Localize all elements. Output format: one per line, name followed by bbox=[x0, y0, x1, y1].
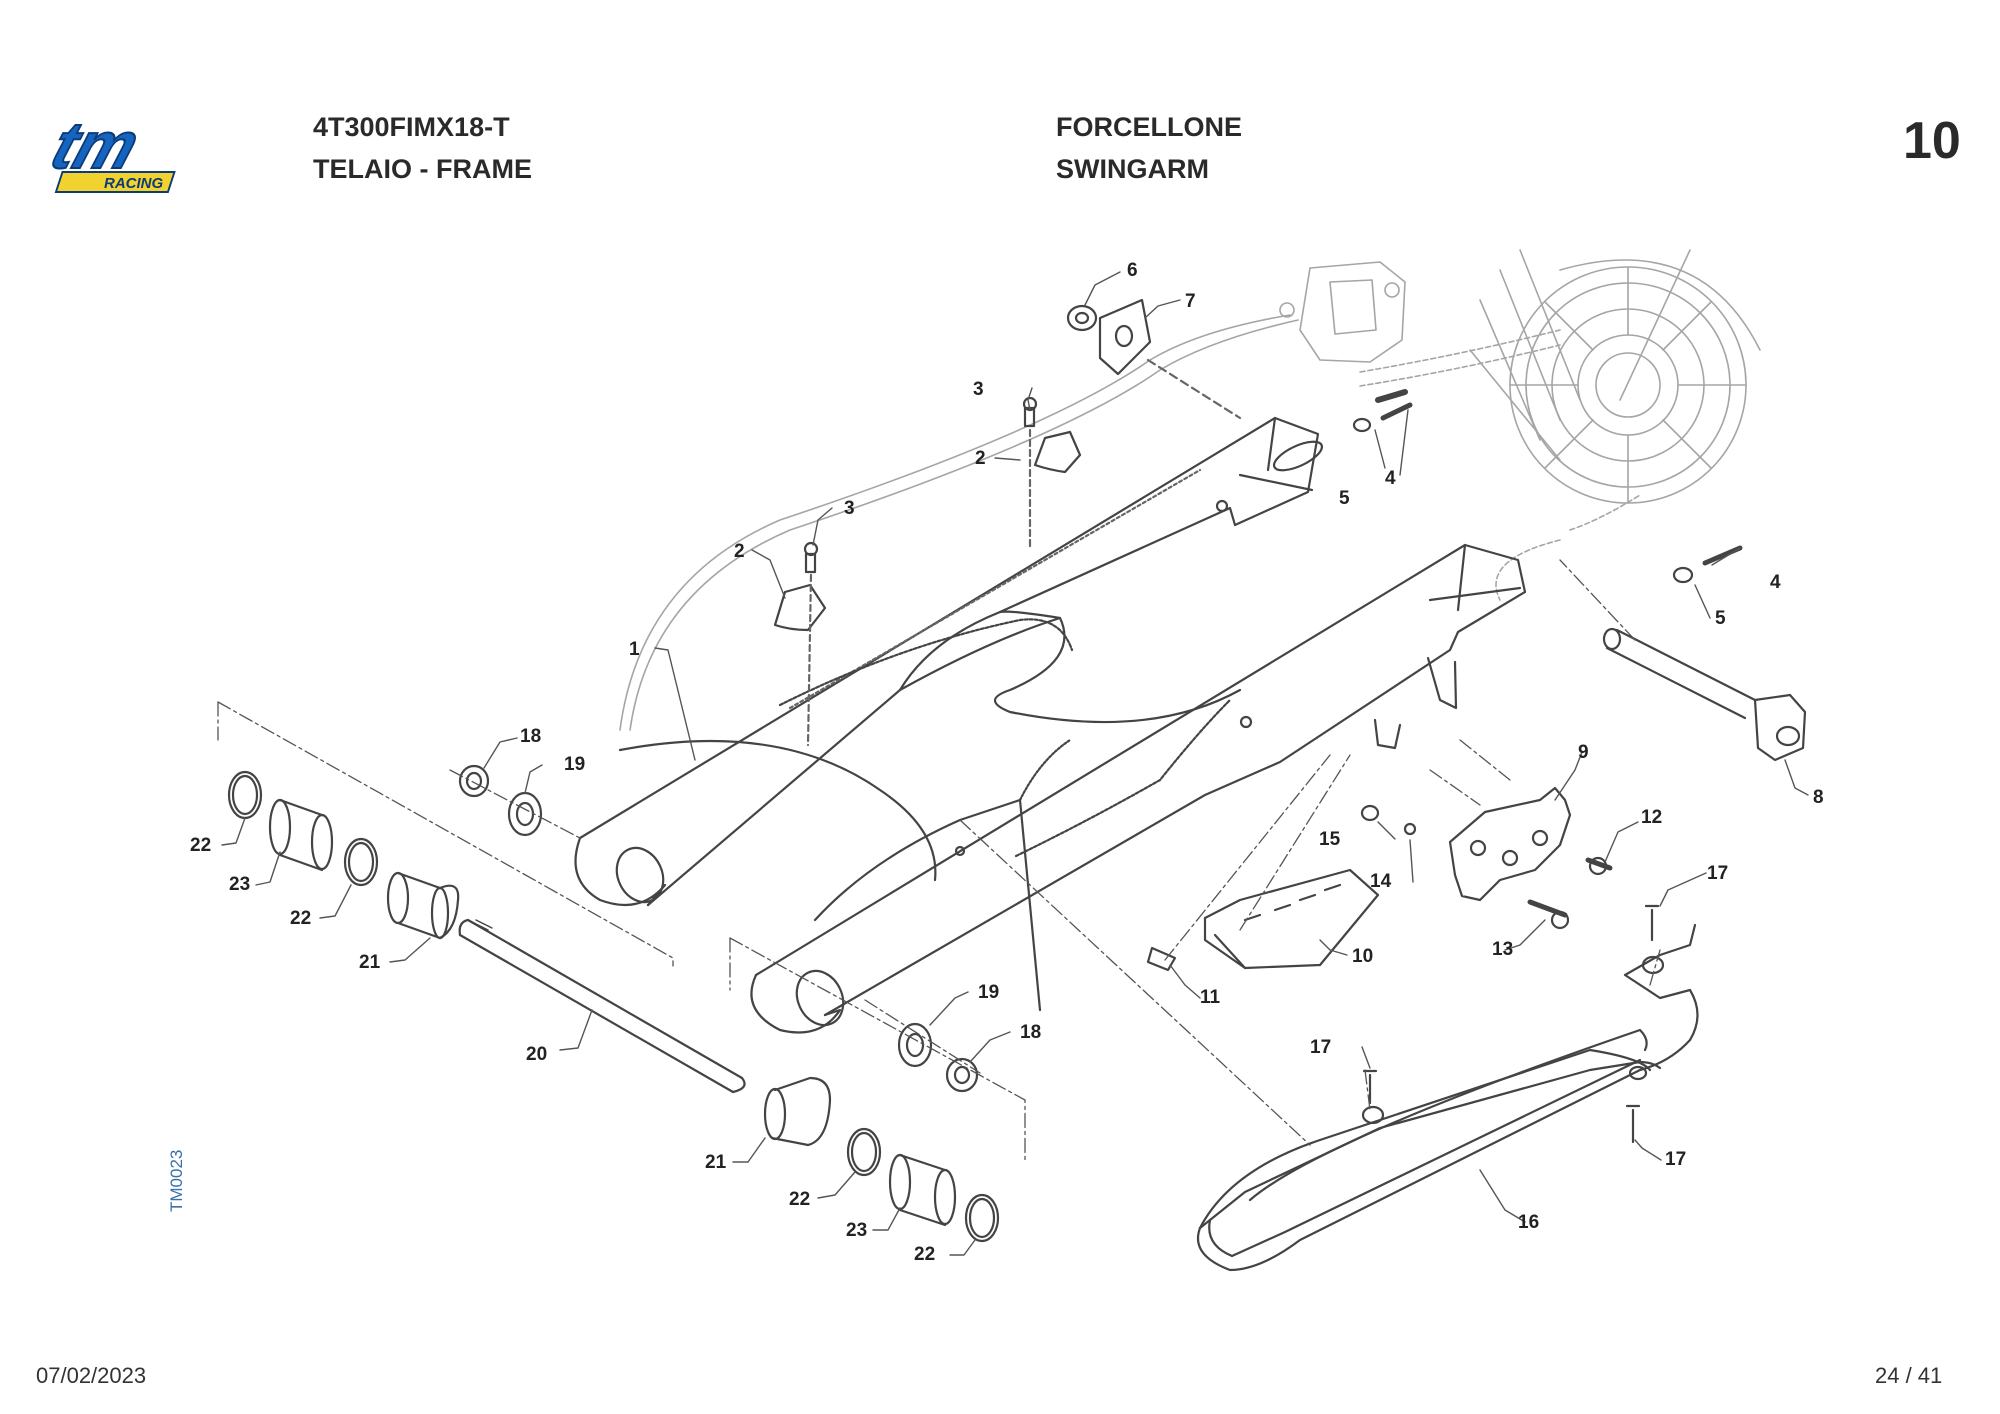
callout-21: 21 bbox=[705, 1152, 727, 1173]
callout-3: 3 bbox=[973, 379, 984, 400]
callout-22: 22 bbox=[789, 1189, 810, 1210]
callout-17: 17 bbox=[1707, 863, 1728, 884]
rear-axle bbox=[1602, 627, 1807, 762]
callout-5: 5 bbox=[1715, 608, 1726, 629]
callout-1: 1 bbox=[629, 639, 640, 660]
slider-screws bbox=[1362, 904, 1660, 1144]
callout-10: 10 bbox=[1352, 946, 1373, 967]
callout-11: 11 bbox=[1200, 987, 1221, 1008]
adjuster-parts bbox=[1066, 298, 1743, 584]
rear-wheel-ghost bbox=[619, 249, 1761, 731]
callout-19: 19 bbox=[978, 982, 999, 1003]
callout-17: 17 bbox=[1310, 1037, 1331, 1058]
callout-18: 18 bbox=[1020, 1022, 1041, 1043]
callout-12: 12 bbox=[1641, 807, 1662, 828]
pivot-bushings bbox=[227, 770, 1000, 1243]
callout-23: 23 bbox=[229, 874, 250, 895]
tm-racing-logo: tm RACING bbox=[42, 118, 176, 193]
callout-15: 15 bbox=[1319, 829, 1341, 850]
logo-subtext: RACING bbox=[104, 175, 163, 192]
callout-7: 7 bbox=[1185, 291, 1196, 312]
cable-clamp-lower bbox=[773, 541, 827, 747]
callout-9: 9 bbox=[1578, 742, 1589, 763]
chain-slider bbox=[1196, 923, 1699, 1272]
callout-22: 22 bbox=[290, 908, 311, 929]
assembly-axis-lines bbox=[217, 559, 1661, 1161]
callout-6: 6 bbox=[1127, 260, 1138, 281]
callout-17: 17 bbox=[1665, 1149, 1686, 1170]
group-title: TELAIO - FRAME bbox=[313, 154, 532, 184]
callout-21: 21 bbox=[359, 952, 381, 973]
callout-leaders bbox=[221, 271, 1809, 1256]
callout-4: 4 bbox=[1770, 572, 1781, 593]
logo-text: tm bbox=[43, 118, 147, 183]
callout-22: 22 bbox=[914, 1244, 935, 1265]
pivot-shaft bbox=[458, 918, 746, 1094]
print-date: 07/02/2023 bbox=[36, 1363, 147, 1388]
callout-16: 16 bbox=[1518, 1212, 1539, 1233]
section-title-en: SWINGARM bbox=[1056, 154, 1209, 184]
small-fasteners bbox=[1146, 804, 1613, 972]
callout-14: 14 bbox=[1370, 871, 1392, 892]
swingarm-body bbox=[574, 416, 1527, 1034]
model-code: 4T300FIMX18-T bbox=[313, 112, 510, 142]
callout-19: 19 bbox=[564, 754, 585, 775]
callout-8: 8 bbox=[1813, 787, 1824, 808]
callout-2: 2 bbox=[975, 448, 986, 469]
callout-23: 23 bbox=[846, 1220, 867, 1241]
table-number: 10 bbox=[1903, 112, 1961, 170]
callout-2: 2 bbox=[734, 541, 745, 562]
callout-13: 13 bbox=[1492, 939, 1513, 960]
section-title-it: FORCELLONE bbox=[1056, 112, 1242, 142]
callout-22: 22 bbox=[190, 835, 211, 856]
chain-guide-block bbox=[1203, 868, 1380, 970]
callout-20: 20 bbox=[526, 1044, 547, 1065]
callout-3: 3 bbox=[844, 498, 855, 519]
page-indicator: 24 / 41 bbox=[1875, 1363, 1943, 1388]
chain-guide-bracket bbox=[1448, 786, 1572, 902]
callout-18: 18 bbox=[520, 726, 541, 747]
drawing-code: TM0023 bbox=[167, 1149, 186, 1212]
callout-5: 5 bbox=[1339, 488, 1350, 509]
callout-4: 4 bbox=[1385, 468, 1396, 489]
pivot-nuts-washers bbox=[458, 764, 979, 1093]
